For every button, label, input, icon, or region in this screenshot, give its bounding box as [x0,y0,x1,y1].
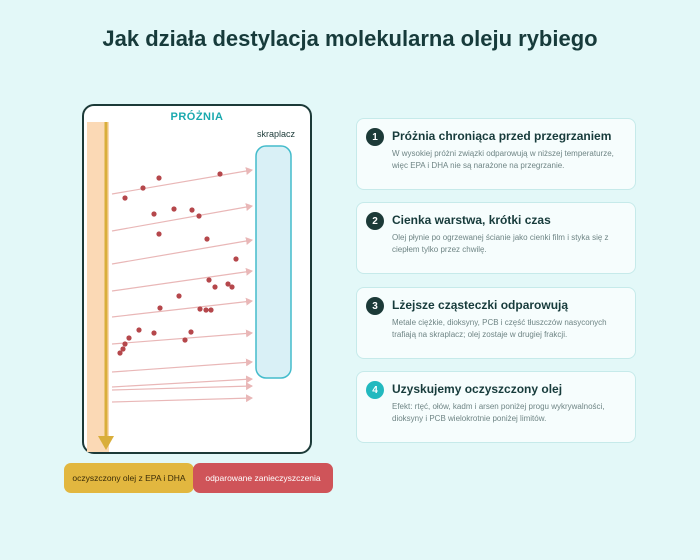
evaporated-particles [117,171,239,356]
particle-dot [206,277,212,283]
particle-dot [176,293,182,299]
particle-dot [233,256,239,262]
evaporated-impurities-output: odparowane zanieczyszczenia [193,463,333,493]
particle-dot [204,236,210,242]
vapor-arrow [111,329,253,345]
vapor-arrow [111,167,253,195]
purified-oil-output: oczyszczony olej z EPA i DHA [64,463,194,493]
particle-dot [188,329,194,335]
step-number-badge: 1 [366,128,384,146]
particle-dot [212,284,218,290]
step-description: Olej płynie po ogrzewanej ścianie jako c… [392,233,609,254]
vapor-arrow [111,297,253,318]
particle-dot [217,171,223,177]
particle-dot [225,281,231,287]
particle-dot [189,207,195,213]
step-description: W wysokiej próżni związki odparowują w n… [392,149,614,170]
particle-dot [203,307,209,313]
condenser [255,145,292,379]
step-description: Efekt: rtęć, ołów, kadm i arsen poniżej … [392,402,605,423]
distillation-diagram [87,122,292,452]
step-card-1: 1 Próżnia chroniąca przed przegrzaniem W w… [356,118,636,190]
particle-dot [140,185,146,191]
vapor-arrow [111,203,253,232]
vapor-arrow [111,358,253,373]
particle-dot [157,305,163,311]
vapor-arrow [111,375,253,388]
particle-dot [126,335,132,341]
vapor-arrow [111,237,253,265]
step-number-badge: 3 [366,297,384,315]
oil-flow-arrowhead [98,436,114,450]
vapor-arrow [111,382,253,391]
particle-dot [136,327,142,333]
particle-dot [151,211,157,217]
particle-dot [196,213,202,219]
step-title: Cienka warstwa, krótki czas [392,213,551,227]
condenser-label: skraplacz [256,129,295,139]
step-title: Lżejsze cząsteczki odparowują [392,298,569,312]
heated-wall-oil-film [87,122,109,452]
vapor-arrow [111,394,253,403]
particle-dot [197,306,203,312]
particle-dot [182,337,188,343]
vacuum-label: PRÓŻNIA [170,111,224,123]
step-number-badge: 2 [366,212,384,230]
particle-dot [156,175,162,181]
particle-dot [122,195,128,201]
step-title: Próżnia chroniąca przed przegrzaniem [392,129,612,143]
particle-dot [122,341,128,347]
page-title: Jak działa destylacja molekularna oleju … [102,26,598,51]
vapor-arrows [111,167,253,403]
particle-dot [151,330,157,336]
step-title: Uzyskujemy oczyszczony olej [392,382,563,396]
particle-dot [156,231,162,237]
step-description: Metale ciężkie, dioksyny, PCB i część tł… [392,318,607,339]
particle-dot [229,284,235,290]
particle-dot [208,307,214,313]
step-number-badge: 4 [366,381,384,399]
particle-dot [171,206,177,212]
particle-dot [117,350,123,356]
particle-dot [120,346,126,352]
vapor-arrow [111,267,253,292]
